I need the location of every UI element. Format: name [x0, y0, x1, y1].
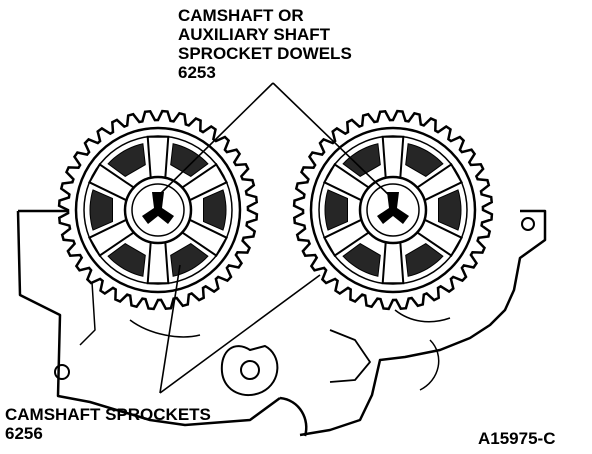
sprocket-rim — [309, 126, 477, 294]
sprocket-spoke — [381, 135, 405, 178]
sprocket-hub-inner — [131, 183, 185, 237]
left-camshaft-sprocket — [57, 109, 259, 311]
dowels-part-number: 6253 — [178, 63, 216, 82]
sprocket-spoke — [416, 162, 464, 202]
leader-lines — [157, 82, 393, 394]
sprocket-window — [324, 189, 348, 231]
sprocket-spoke — [181, 162, 229, 202]
sprocket-window — [89, 189, 113, 231]
sprocket-leader-right — [159, 274, 321, 394]
sprocket-spoke — [146, 242, 170, 285]
dowels-label-line-3: SPROCKET DOWELS — [178, 44, 352, 63]
sprocket-dowel-slot — [142, 192, 174, 224]
sprocket-spoke — [146, 135, 170, 178]
sprocket-window — [107, 243, 146, 277]
sprocket-window — [405, 243, 444, 277]
sprocket-spoke — [87, 162, 135, 202]
sprocket-spoke — [322, 218, 370, 258]
sprocket-hub-inner — [366, 183, 420, 237]
dowel-leader-left — [157, 82, 274, 197]
dowels-label-line-2: AUXILIARY SHAFT — [178, 25, 331, 44]
engine-block-outline — [16, 209, 547, 437]
sprocket-spoke — [181, 218, 229, 258]
dowels-label-line-1: CAMSHAFT OR — [178, 6, 304, 25]
sprockets-part-number: 6256 — [5, 424, 43, 443]
sprocket-window — [438, 189, 462, 231]
dowels-callout: CAMSHAFT OR AUXILIARY SHAFT SPROCKET DOW… — [178, 6, 352, 82]
sprocket-window — [107, 143, 146, 177]
sprockets-label: CAMSHAFT SPROCKETS — [5, 405, 211, 424]
sprocket-spoke — [381, 242, 405, 285]
sprocket-window — [170, 143, 209, 177]
figure-id: A15975-C — [478, 429, 556, 448]
sprocket-window — [203, 189, 227, 231]
sprocket-window — [342, 243, 381, 277]
sprocket-spoke — [87, 218, 135, 258]
sprocket-spoke — [416, 218, 464, 258]
sprocket-dowel-slot — [377, 192, 409, 224]
sprocket-leader-left — [159, 264, 181, 394]
sprocket-window — [405, 143, 444, 177]
sprockets-callout: CAMSHAFT SPROCKETS 6256 — [5, 405, 211, 443]
sprocket-rim — [74, 126, 242, 294]
right-camshaft-sprocket — [292, 109, 494, 311]
sprocket-spoke — [322, 162, 370, 202]
dowel-leader-right — [272, 82, 393, 199]
